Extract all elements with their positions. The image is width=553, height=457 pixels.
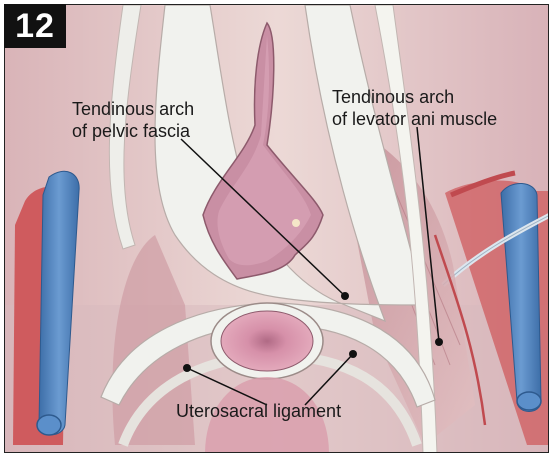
- pelvic-anatomy-illustration: [5, 5, 549, 453]
- dot-tala: [435, 338, 443, 346]
- label-tendinous-arch-pelvic-fascia: Tendinous arch of pelvic fascia: [72, 98, 194, 142]
- label-tala-line2: of levator ani muscle: [332, 108, 497, 130]
- label-tapf-line1: Tendinous arch: [72, 98, 194, 120]
- dot-usl-left: [183, 364, 191, 372]
- right-vein-end: [517, 392, 541, 410]
- figure-number-badge: 12: [4, 4, 66, 48]
- dot-usl-right: [349, 350, 357, 358]
- dot-tapf: [341, 292, 349, 300]
- left-vein-end: [37, 415, 61, 435]
- label-tapf-line2: of pelvic fascia: [72, 120, 194, 142]
- label-tala-line1: Tendinous arch: [332, 86, 497, 108]
- label-uterosacral-ligament: Uterosacral ligament: [176, 400, 341, 422]
- rectum-spot: [292, 219, 300, 227]
- uterus: [221, 311, 313, 371]
- figure-frame: [4, 4, 549, 453]
- label-tendinous-arch-levator-ani: Tendinous arch of levator ani muscle: [332, 86, 497, 130]
